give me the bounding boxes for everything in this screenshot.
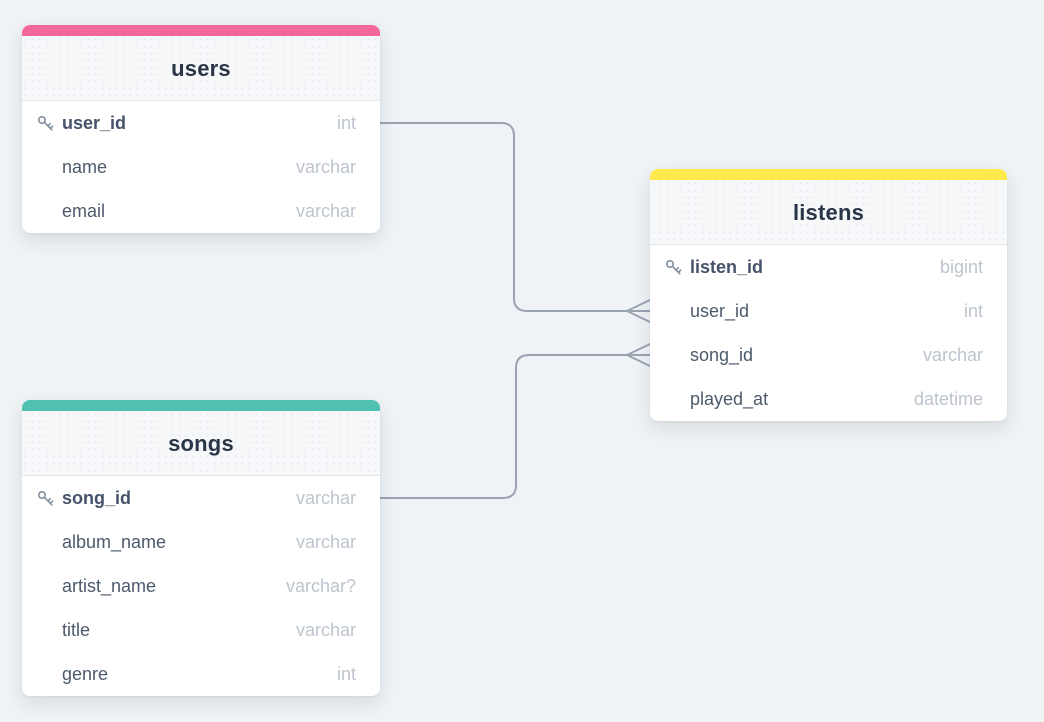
field-name: title — [62, 619, 91, 640]
table-header[interactable]: users — [22, 36, 380, 101]
table-accent-bar — [22, 25, 380, 36]
key-slot — [36, 489, 62, 508]
table-users[interactable]: users user_id int name varchar — [22, 25, 380, 233]
field-row-listen_id[interactable]: listen_id bigint — [650, 245, 1007, 289]
field-name: listen_id — [690, 256, 764, 277]
key-slot — [36, 202, 62, 221]
table-accent-bar — [22, 400, 380, 411]
table-header[interactable]: songs — [22, 411, 380, 476]
relationship-users-listens[interactable] — [379, 122, 651, 323]
primary-key-icon — [37, 115, 54, 131]
field-row-song_id[interactable]: song_id varchar — [650, 333, 1007, 377]
field-name: name — [62, 156, 108, 177]
field-name: song_id — [690, 344, 754, 365]
field-type: bigint — [939, 256, 983, 277]
field-type: varchar — [295, 487, 356, 508]
relationship-songs-listens[interactable] — [379, 343, 651, 499]
table-rows: listen_id bigint user_id int song_id var… — [650, 245, 1007, 421]
key-slot — [36, 577, 62, 596]
table-rows: user_id int name varchar email varchar — [22, 101, 380, 233]
field-type: varchar? — [285, 575, 356, 596]
table-title: listens — [792, 200, 865, 225]
primary-key-icon — [37, 490, 54, 506]
field-row-name[interactable]: name varchar — [22, 145, 380, 189]
field-type: int — [336, 663, 356, 684]
field-name: user_id — [690, 300, 750, 321]
field-row-song_id[interactable]: song_id varchar — [22, 476, 380, 520]
field-row-played_at[interactable]: played_at datetime — [650, 377, 1007, 421]
table-accent-bar — [650, 169, 1007, 180]
table-songs[interactable]: songs song_id varchar album_name varchar — [22, 400, 380, 696]
field-type: int — [963, 300, 983, 321]
field-row-genre[interactable]: genre int — [22, 652, 380, 696]
field-row-email[interactable]: email varchar — [22, 189, 380, 233]
primary-key-icon — [665, 259, 682, 275]
key-slot — [664, 258, 690, 277]
key-slot — [36, 533, 62, 552]
table-title: songs — [168, 431, 234, 456]
field-name: song_id — [62, 487, 132, 508]
field-type: varchar — [295, 531, 356, 552]
field-name: album_name — [62, 531, 167, 552]
field-type: varchar — [295, 619, 356, 640]
key-slot — [36, 158, 62, 177]
field-name: email — [62, 200, 106, 221]
field-type: varchar — [295, 156, 356, 177]
field-type: varchar — [295, 200, 356, 221]
field-type: int — [336, 112, 356, 133]
table-title: users — [171, 56, 231, 81]
field-row-artist_name[interactable]: artist_name varchar? — [22, 564, 380, 608]
field-type: varchar — [922, 344, 983, 365]
field-name: user_id — [62, 112, 127, 133]
field-row-title[interactable]: title varchar — [22, 608, 380, 652]
key-slot — [36, 665, 62, 684]
table-rows: song_id varchar album_name varchar artis… — [22, 476, 380, 696]
field-row-user_id[interactable]: user_id int — [650, 289, 1007, 333]
key-slot — [36, 114, 62, 133]
field-name: genre — [62, 663, 109, 684]
field-type: datetime — [913, 388, 983, 409]
field-name: played_at — [690, 388, 769, 409]
table-header[interactable]: listens — [650, 180, 1007, 245]
key-slot — [664, 346, 690, 365]
field-row-user_id[interactable]: user_id int — [22, 101, 380, 145]
field-row-album_name[interactable]: album_name varchar — [22, 520, 380, 564]
key-slot — [664, 302, 690, 321]
key-slot — [664, 390, 690, 409]
field-name: artist_name — [62, 575, 157, 596]
table-listens[interactable]: listens listen_id bigint user_id int — [650, 169, 1007, 421]
key-slot — [36, 621, 62, 640]
